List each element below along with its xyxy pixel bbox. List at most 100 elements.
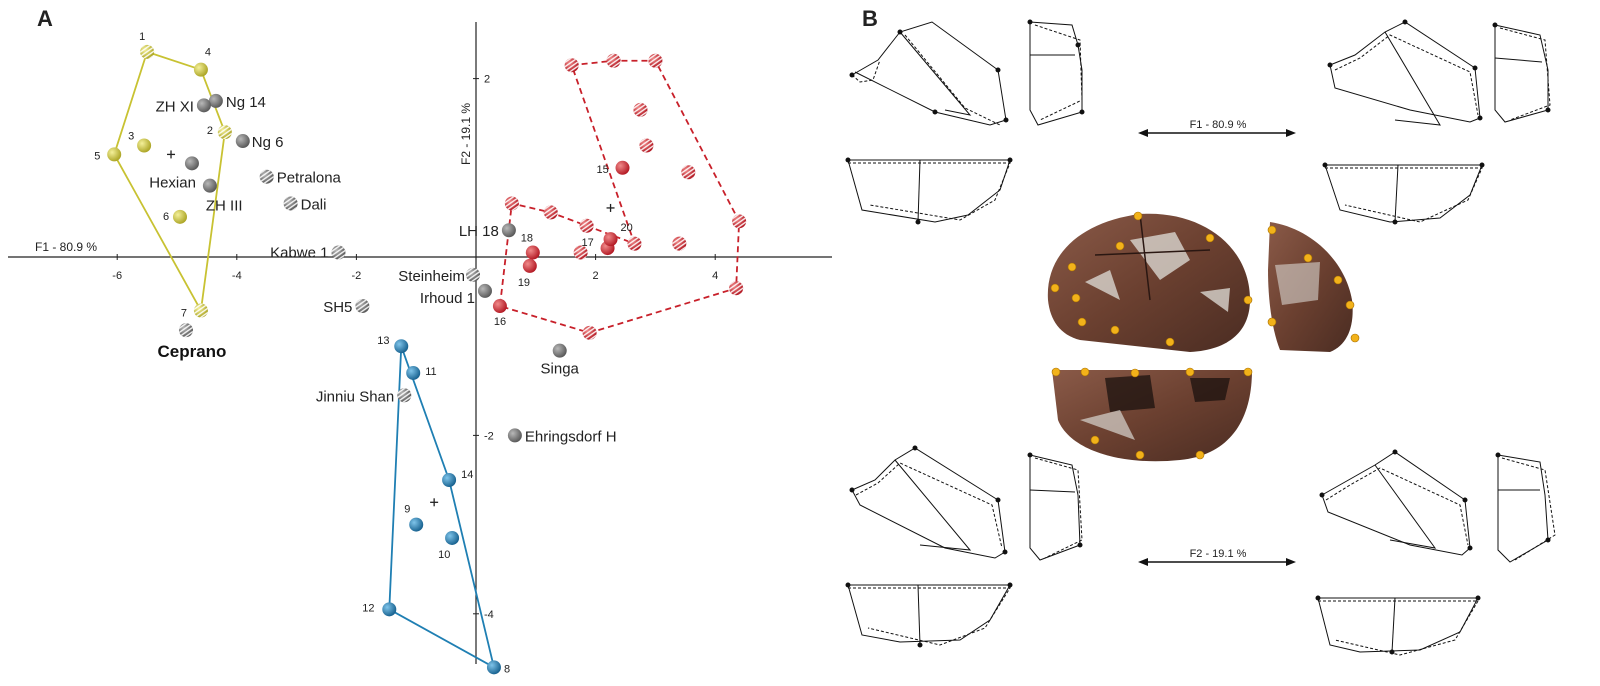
specimen-label: Ng 6 [252,134,284,151]
data-marks [107,44,747,675]
point-label: 20 [621,222,633,234]
group-point [525,245,540,260]
specimen-label: ZH III [206,198,243,215]
group-point-fill [406,365,421,380]
specimen-point [552,343,567,358]
point-label: 1 [139,31,145,43]
point-label: 11 [425,366,436,378]
wireframe-bottom-right-frontal [1495,452,1556,563]
group-point-stripes [564,58,579,73]
group-point [394,339,409,354]
group-point-stripes [543,205,558,220]
shape-wireframes [845,19,1556,656]
skull-superior-photo [1051,367,1253,462]
group-point [639,138,654,153]
point-label: 3 [128,131,134,143]
group-point [648,53,663,68]
specimen-point-stripes [331,245,346,260]
group-point-stripes [606,53,621,68]
group-point [406,365,421,380]
x-tick-label: -2 [352,270,362,282]
f1-arrow [1138,129,1296,137]
x-tick-label: 4 [712,270,718,282]
specimen-label: Jinniu Shan [316,388,394,405]
group-point-stripes [639,138,654,153]
group-point [137,138,152,153]
specimen-point-fill [202,178,217,193]
group-point [573,245,588,260]
group-point [627,236,642,251]
point-label: 7 [181,308,187,320]
point-label: 2 [207,125,213,137]
specimen-label: SH5 [323,299,352,316]
point-label: 15 [597,164,609,176]
wireframe-top-left-superior [845,157,1013,225]
specimen-point-stripes [259,169,274,184]
x-tick-label: -4 [232,270,242,282]
specimen-label: LH 18 [459,223,499,240]
group-point-fill [442,473,457,487]
group-point-stripes [648,53,663,68]
group-point-stripes [633,102,648,117]
specimen-label: Dali [301,196,327,213]
group-point-fill [394,339,409,354]
wireframe-bottom-left-frontal [1027,452,1083,561]
group-point-stripes [582,325,597,340]
group-point-stripes [573,245,588,260]
group-point [603,232,618,247]
group-point [217,125,232,140]
group-point [681,165,696,180]
point-label: 16 [494,316,506,328]
specimen-point [235,134,250,149]
group-hull [498,59,741,334]
y-tick-label: -2 [484,430,494,442]
group-point [140,44,155,59]
group-point-stripes [140,44,155,59]
group-point-fill [137,138,152,153]
group-point [409,517,424,532]
specimen-point [184,156,199,171]
point-label: 9 [404,504,410,516]
specimen-point-fill [184,156,199,171]
group-point [633,102,648,117]
specimen-point [355,299,370,314]
group-point [615,160,630,175]
specimen-point [501,223,516,238]
y-axis-title: F2 - 19.1 % [459,103,473,165]
group-point [729,281,744,296]
group-point [504,196,519,211]
specimen-label: ZH XI [156,98,194,115]
group-point-stripes [672,236,687,251]
group-point-stripes [579,218,594,233]
specimen-point-fill [208,93,223,108]
group-point-stripes [729,281,744,296]
specimen-label: Kabwe 1 [270,245,328,262]
specimen-point-fill [196,98,211,113]
group-point-fill [603,232,618,247]
f2-arrow-label: F2 - 19.1 % [1190,548,1247,560]
specimen-point-stripes [397,388,412,403]
skull-frontal-photo [1267,222,1360,352]
point-label: 4 [205,47,211,59]
group-point-fill [409,517,424,532]
specimen-point-stripes [178,323,193,338]
specimen-label: Ehringsdorf H [525,428,617,445]
group-point [522,258,537,273]
group-point [582,325,597,340]
wireframe-top-right-superior [1322,162,1485,225]
point-label: 8 [504,663,510,675]
specimen-label: Singa [541,361,580,378]
specimen-point [466,267,481,282]
group-point-fill [382,602,397,617]
y-tick-label: 2 [484,74,490,86]
specimen-point [331,245,346,260]
wireframe-bottom-right-superior [1315,595,1481,656]
point-label: 6 [163,211,169,223]
f2-arrow [1138,558,1296,566]
specimen-point-stripes [283,196,298,211]
group-point-fill [615,160,630,175]
point-label: 13 [377,335,389,347]
